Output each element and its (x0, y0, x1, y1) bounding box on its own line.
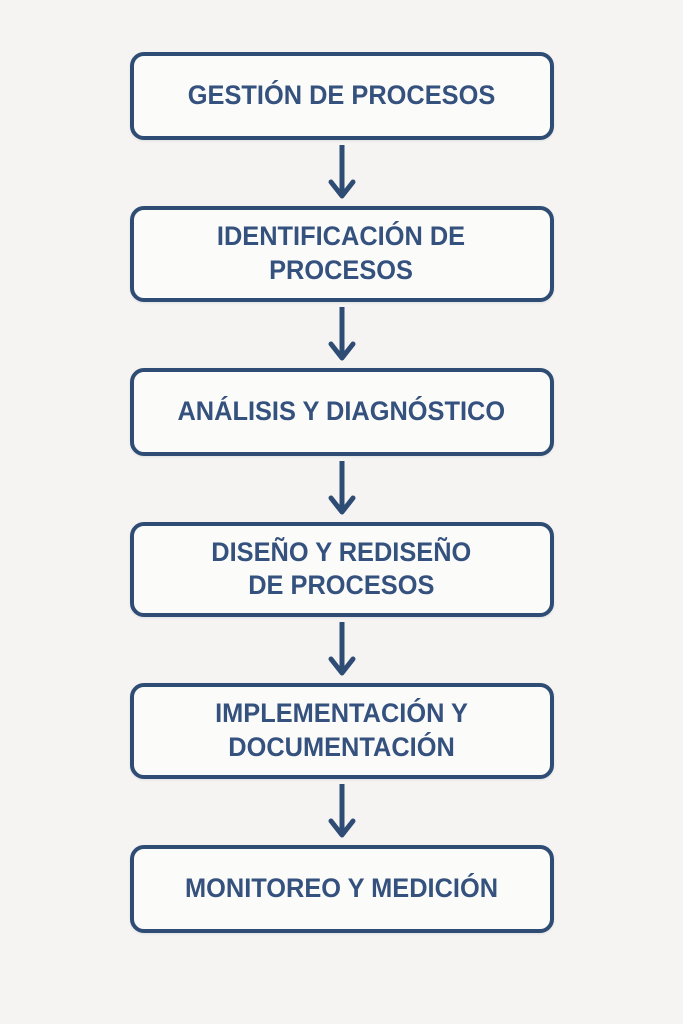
arrow-down-icon (328, 783, 355, 837)
flow-step-analisis-y-diagnostico: ANÁLISIS Y DIAGNÓSTICO (129, 367, 554, 456)
flow-step-label: IDENTIFICACIÓN DE PROCESOS (217, 221, 466, 285)
arrow-down-icon (328, 460, 355, 514)
flow-step-implementacion-y-documentacion: IMPLEMENTACIÓN Y DOCUMENTACIÓN (129, 683, 554, 779)
arrow-down-icon (328, 306, 355, 360)
flow-step-diseno-y-rediseno: DISEÑO Y REDISEÑO DE PROCESOS (129, 521, 554, 617)
flow-step-monitoreo-y-medicion: MONITOREO Y MEDICIÓN (129, 844, 554, 933)
flow-step-label: GESTIÓN DE PROCESOS (187, 80, 496, 111)
flow-step-label: IMPLEMENTACIÓN Y DOCUMENTACIÓN (215, 698, 468, 762)
flow-step-label: MONITOREO Y MEDICIÓN (184, 872, 499, 903)
flow-step-identificacion-de-procesos: IDENTIFICACIÓN DE PROCESOS (129, 206, 554, 302)
flow-step-gestion-de-procesos: GESTIÓN DE PROCESOS (129, 52, 554, 140)
arrow-down-icon (328, 145, 355, 199)
arrow-down-icon (328, 622, 355, 676)
flow-step-label: DISEÑO Y REDISEÑO DE PROCESOS (211, 536, 472, 601)
flow-step-label: ANÁLISIS Y DIAGNÓSTICO (177, 395, 506, 426)
